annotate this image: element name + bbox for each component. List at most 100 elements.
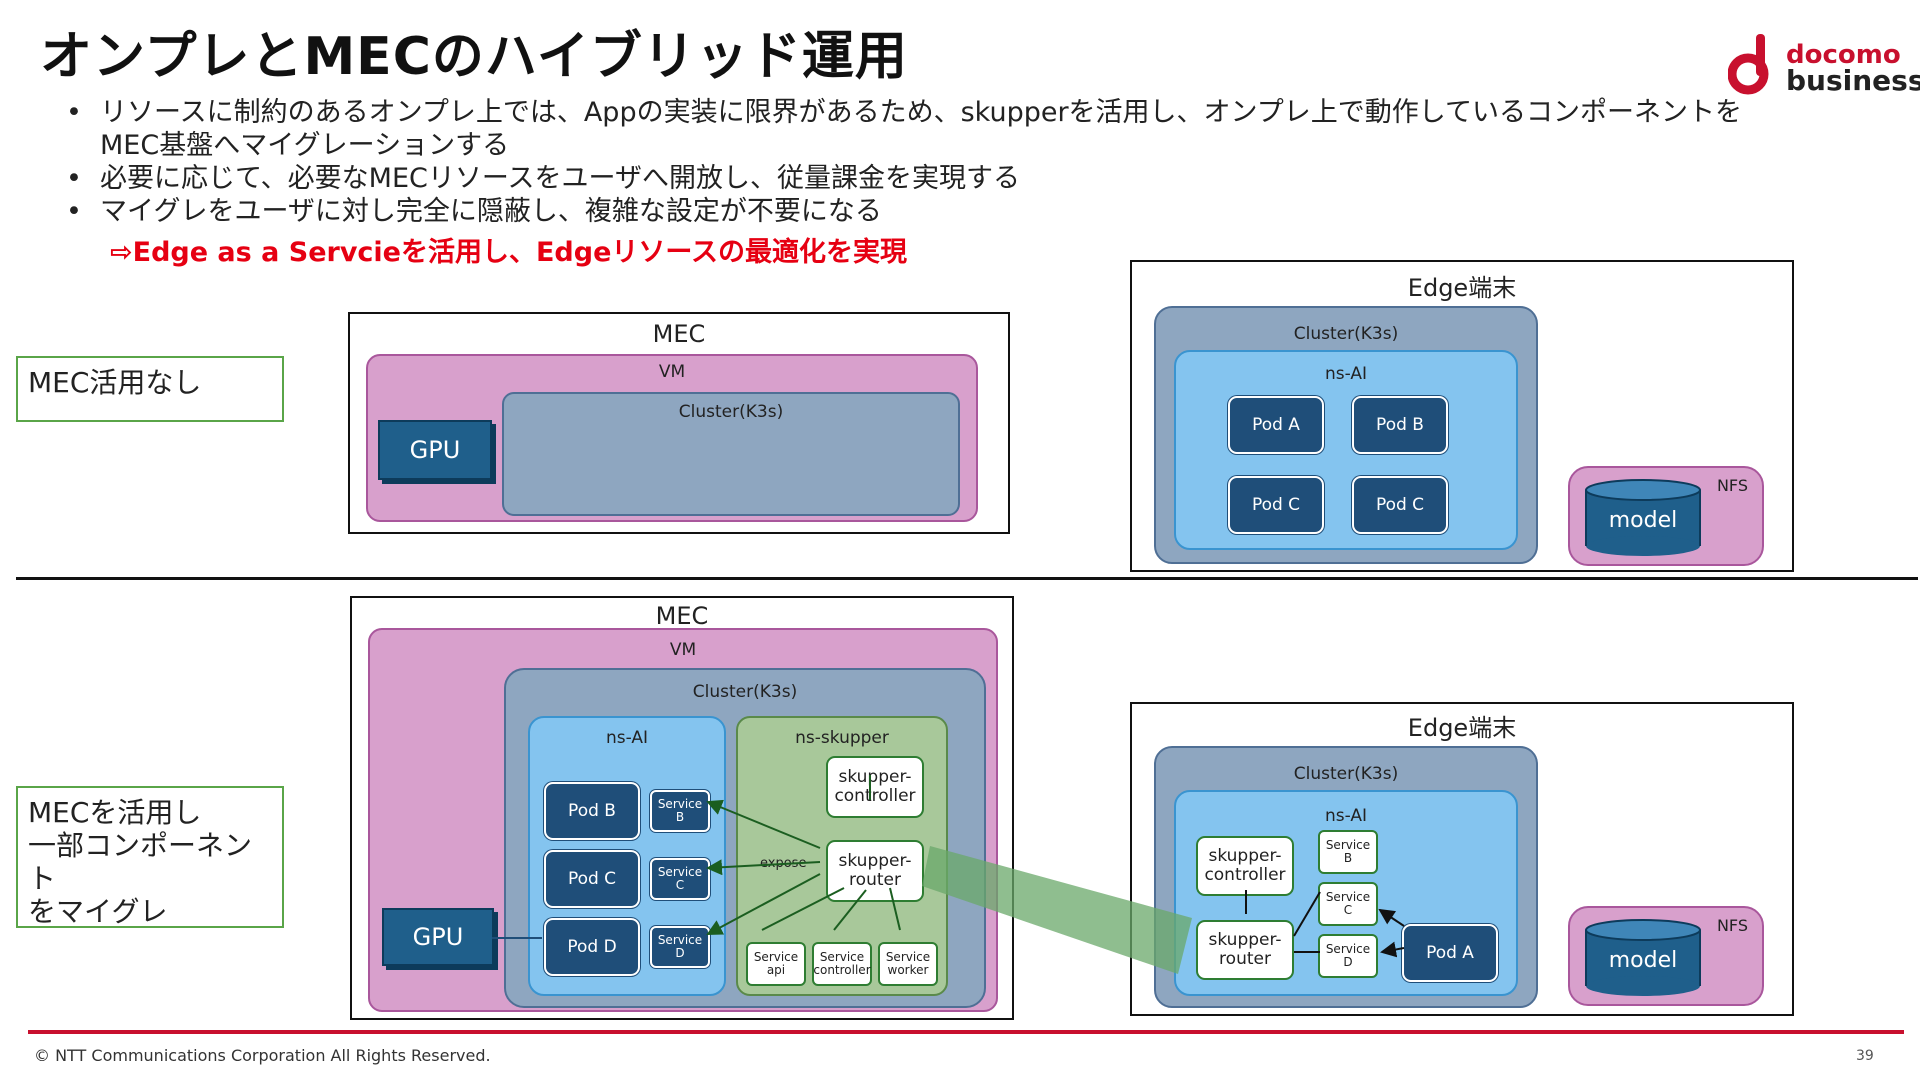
txt: Service [1325, 890, 1371, 904]
txt: router [849, 870, 901, 890]
ns-ai-label: ns-AI [605, 728, 649, 748]
mec-frame-bottom: MEC VM Cluster(K3s) ns-AI Pod B Pod C Po… [350, 596, 1014, 1020]
txt: D [1343, 955, 1353, 969]
svc-id: B [675, 810, 685, 824]
vm-label: VM [669, 640, 697, 660]
svc-id: D [675, 946, 685, 960]
txt: controller [834, 786, 916, 806]
edge-router-svc-line [1293, 891, 1321, 937]
edge-cluster-label: Cluster(K3s) [1293, 324, 1399, 344]
gpu-box: GPU [378, 420, 492, 480]
brand-logo: docomo business [1786, 40, 1920, 97]
bullet-text-cont: MEC基盤へマイグレーションする [100, 130, 510, 161]
pod-c-2: Pod C [1352, 476, 1448, 534]
page-number: 39 [1856, 1048, 1874, 1064]
mec-frame-top: MEC VM GPU Cluster(K3s) [348, 312, 1010, 534]
skupper-tunnel [922, 846, 1192, 974]
txt: controller [813, 963, 871, 977]
model-cylinder-icon: model [1584, 478, 1702, 558]
txt: C [1343, 903, 1353, 917]
cluster-box: Cluster(K3s) ns-AI Pod B Pod C Pod D Ser… [504, 668, 986, 1008]
ns-skupper-label: ns-skupper [795, 728, 889, 748]
txt: router [1219, 949, 1271, 969]
skupper-router: skupper-router [826, 840, 924, 902]
skupper-controller: skupper-controller [1196, 836, 1294, 896]
gpu-box: GPU [382, 908, 494, 966]
docomo-logo-icon [1727, 34, 1772, 96]
router-api-line [761, 887, 845, 931]
pod-c: Pod C [544, 850, 640, 908]
label-line: をマイグレ [28, 895, 168, 928]
label-line: MECを活用し [28, 796, 202, 829]
bullet-item: マイグレをユーザに対し完全に隠蔽し、複雑な設定が不要になる [64, 195, 1764, 228]
section-divider [16, 577, 1918, 580]
expose-arrow-c [706, 859, 821, 876]
poda-svcd-arrow [1380, 941, 1405, 958]
edge-cluster-label: Cluster(K3s) [1293, 764, 1399, 784]
logo-line2: business [1786, 64, 1920, 97]
edge-title: Edge端末 [1407, 274, 1517, 302]
txt: skupper- [838, 851, 912, 871]
label-with-mec: MECを活用し 一部コンポーネント をマイグレ [16, 786, 284, 928]
bullet-item: 必要に応じて、必要なMECリソースをユーザへ開放し、従量課金を実現する [64, 162, 1764, 195]
ns-ai-box: ns-AI skupper-controller skupper-router … [1174, 790, 1518, 996]
vm-label: VM [658, 362, 686, 382]
expose-arrow-d [706, 873, 821, 935]
ns-skupper-box: ns-skupper skupper-controller skupper-ro… [736, 716, 948, 996]
label-line: 一部コンポーネント [28, 829, 253, 895]
svc-word: Service [657, 797, 703, 811]
nfs-box: NFS model [1568, 906, 1764, 1006]
txt: controller [1204, 865, 1286, 885]
cluster-label: Cluster(K3s) [692, 682, 798, 702]
logo-line1: docomo [1786, 40, 1901, 70]
bullet-text: リソースに制約のあるオンプレ上では、Appの実装に限界があるため、skupper… [100, 97, 1742, 128]
ns-ai-box: ns-AI Pod A Pod B Pod C Pod C [1174, 350, 1518, 550]
txt: skupper- [1208, 930, 1282, 950]
pod-c: Pod C [1228, 476, 1324, 534]
bullet-list: リソースに制約のあるオンプレ上では、Appの実装に限界があるため、skupper… [64, 96, 1764, 228]
txt: Service [819, 950, 865, 964]
ns-ai-label: ns-AI [1324, 806, 1368, 826]
model-cylinder-icon: model [1584, 918, 1702, 998]
copyright: © NTT Communications Corporation All Rig… [34, 1046, 491, 1065]
edge-cluster-box: Cluster(K3s) ns-AI skupper-controller sk… [1154, 746, 1538, 1008]
model-label: model [1608, 508, 1678, 533]
expose-arrow-b [706, 799, 821, 849]
edge-title: Edge端末 [1407, 714, 1517, 742]
txt: worker [887, 963, 929, 977]
txt: skupper- [1208, 846, 1282, 866]
edge-frame-bottom: Edge端末 Cluster(K3s) ns-AI skupper-contro… [1130, 702, 1794, 1016]
vm-box: VM Cluster(K3s) ns-AI Pod B Pod C Pod D … [368, 628, 998, 1012]
emphasis-text: ⇨Edge as a Servcieを活用し、Edgeリソースの最適化を実現 [110, 237, 908, 268]
nfs-box: NFS model [1568, 466, 1764, 566]
page-title: オンプレとMECのハイブリッド運用 [40, 27, 908, 87]
svc-id: C [675, 878, 685, 892]
edge-frame-top: Edge端末 Cluster(K3s) ns-AI Pod A Pod B Po… [1130, 260, 1794, 572]
pod-d: Pod D [544, 918, 640, 976]
txt: skupper- [838, 767, 912, 787]
skupper-router: skupper-router [1196, 920, 1294, 980]
footer-rule [28, 1030, 1904, 1034]
router-controller-line [833, 889, 867, 931]
bullet-item: リソースに制約のあるオンプレ上では、Appの実装に限界があるため、skupper… [64, 96, 1764, 162]
edge-cluster-box: Cluster(K3s) ns-AI Pod A Pod B Pod C Pod… [1154, 306, 1538, 564]
nfs-label: NFS [1716, 476, 1748, 495]
pod-b: Pod B [1352, 396, 1448, 454]
txt: B [1343, 851, 1353, 865]
mec-title: MEC [655, 602, 709, 630]
txt: Service [1325, 942, 1371, 956]
txt: Service [885, 950, 931, 964]
cluster-box: Cluster(K3s) [502, 392, 960, 516]
txt: Service [753, 950, 799, 964]
label-no-mec: MEC活用なし [16, 356, 284, 422]
vm-box: VM GPU Cluster(K3s) [366, 354, 978, 522]
mec-title: MEC [652, 320, 706, 348]
router-worker-line [889, 887, 901, 931]
